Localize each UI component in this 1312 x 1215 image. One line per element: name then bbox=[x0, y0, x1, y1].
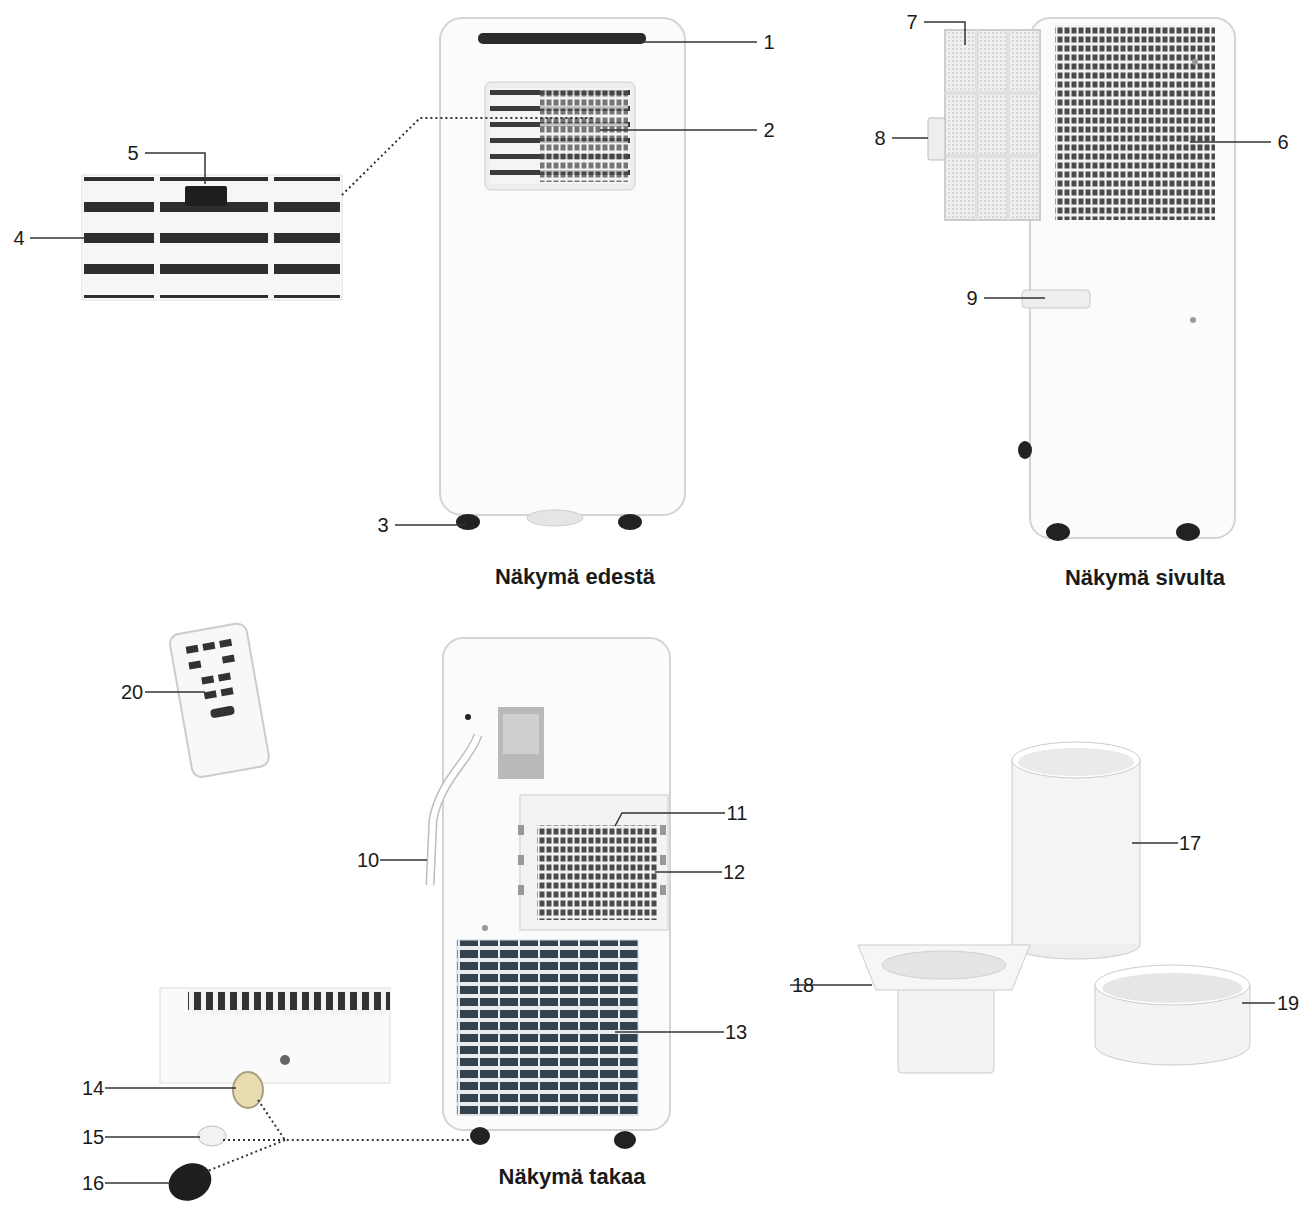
callout-number: 11 bbox=[727, 802, 748, 824]
callout-number: 6 bbox=[1277, 131, 1288, 153]
callout-number: 7 bbox=[906, 11, 917, 33]
view-caption: Näkymä edestä bbox=[495, 565, 655, 589]
callout-number: 4 bbox=[13, 227, 24, 249]
callout-number: 13 bbox=[725, 1021, 747, 1043]
callout-number: 1 bbox=[763, 31, 774, 53]
callout-number: 17 bbox=[1179, 832, 1201, 854]
callout-number: 15 bbox=[82, 1126, 104, 1148]
callout-number: 8 bbox=[874, 127, 885, 149]
view-caption: Näkymä takaa bbox=[499, 1165, 646, 1189]
callout-number: 19 bbox=[1277, 992, 1299, 1014]
callout-number: 14 bbox=[82, 1077, 104, 1099]
callout-number: 18 bbox=[792, 974, 814, 996]
callout-number: 2 bbox=[763, 119, 774, 141]
callout-number: 16 bbox=[82, 1172, 104, 1194]
view-caption: Näkymä sivulta bbox=[1065, 566, 1225, 590]
callout-number: 9 bbox=[966, 287, 977, 309]
callout-number: 10 bbox=[357, 849, 379, 871]
callout-number: 20 bbox=[121, 681, 143, 703]
callout-number: 5 bbox=[127, 142, 138, 164]
callout-number: 12 bbox=[723, 861, 745, 883]
callout-number: 3 bbox=[377, 514, 388, 536]
